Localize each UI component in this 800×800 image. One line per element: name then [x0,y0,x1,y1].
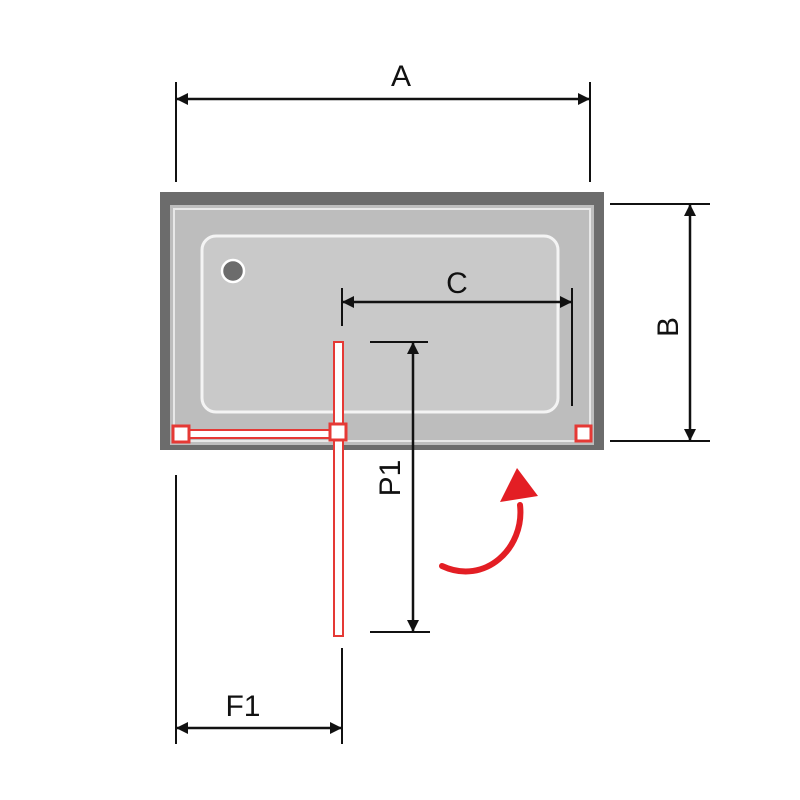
pivot-panel-outline [333,341,344,637]
dimension-a: A [175,60,591,182]
pivot-hinge [328,422,348,442]
pivot-glass-panel [328,341,348,637]
bathtub [160,192,604,450]
dimension-f1-label: F1 [225,690,260,723]
dimension-b-label: B [652,317,685,337]
dimension-b: B [610,203,710,442]
right-bracket-outline [574,424,593,443]
tub-rim-highlight [173,208,591,442]
dimension-a-label: A [391,60,411,93]
swing-arrow-icon [439,468,538,575]
right-wall-bracket [574,424,593,443]
tub-basin [200,234,560,414]
dimension-p1-label: P1 [374,460,407,497]
dimension-p1: P1 [370,341,430,633]
drain-icon [220,258,246,284]
fixed-panel-wall-bracket [171,424,191,444]
fixed-panel-outline [179,429,339,439]
dimension-c: C [341,267,573,406]
dimension-f1: F1 [175,475,343,744]
dimension-c-label: C [446,267,468,300]
